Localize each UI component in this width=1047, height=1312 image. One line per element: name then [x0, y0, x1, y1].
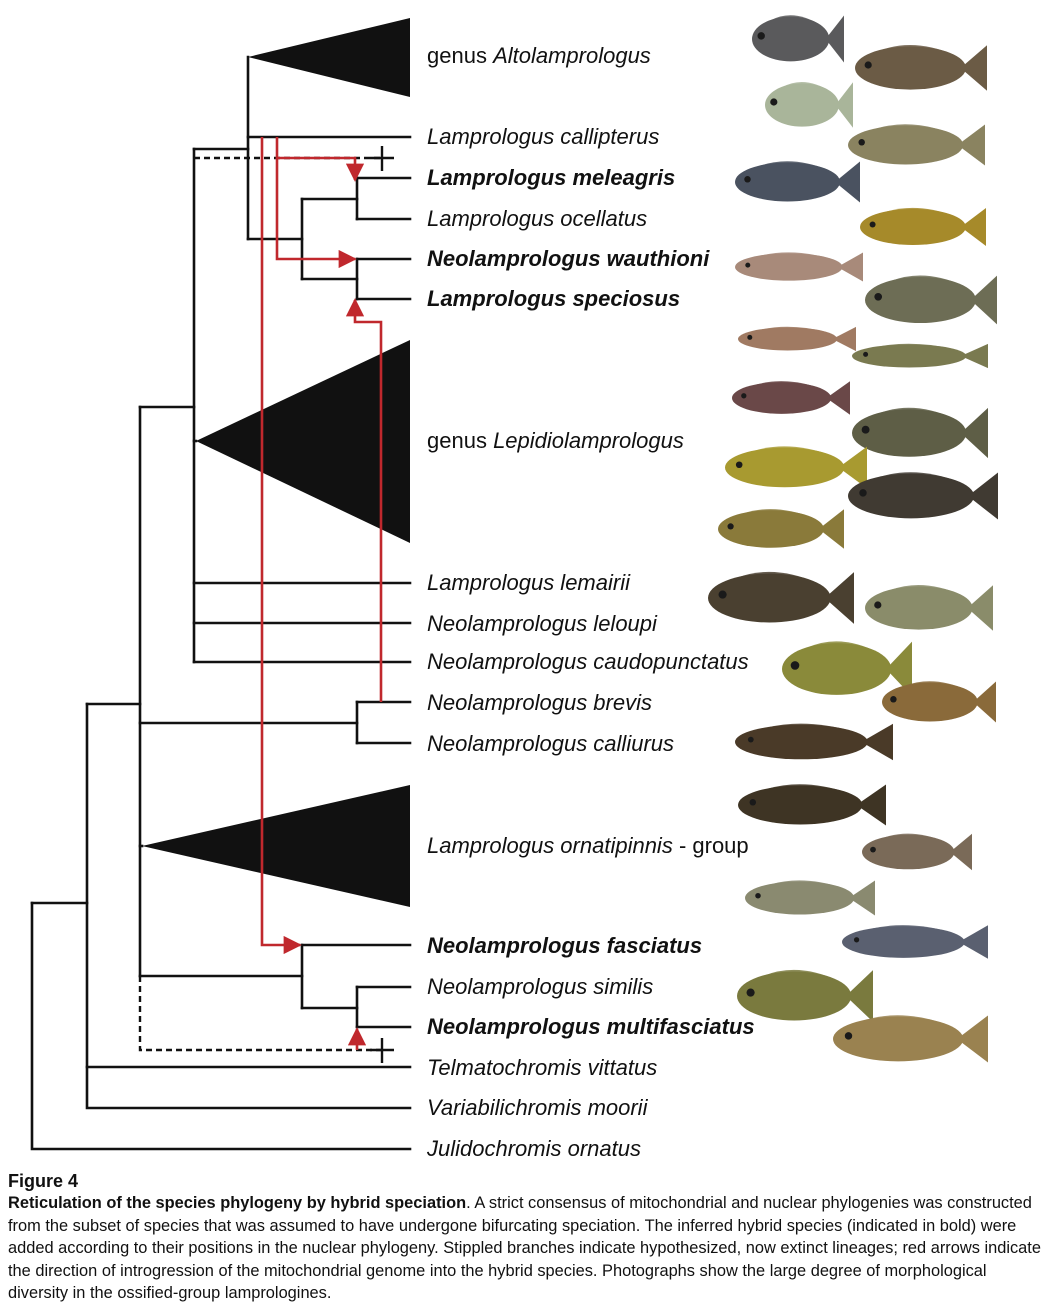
fish-photo — [865, 585, 993, 631]
fish-photo — [732, 381, 850, 415]
fish-photo — [735, 161, 860, 203]
extinction-cross-upper — [370, 146, 394, 171]
fish-photo — [862, 833, 972, 871]
tree-branches — [30, 55, 412, 1151]
taxon-label: Neolamprologus brevis — [427, 690, 652, 715]
fish-photo — [735, 252, 863, 282]
fish-photo — [833, 1015, 988, 1063]
clade-triangle-altolamprologus — [248, 18, 410, 97]
taxon-label: Neolamprologus similis — [427, 974, 653, 999]
fish-photo — [708, 571, 854, 624]
fish-photo — [860, 207, 986, 246]
figure-label: Figure 4 — [8, 1171, 79, 1191]
taxon-label: Lamprologus callipterus — [427, 124, 659, 149]
arrow-to-fasciatus — [260, 137, 302, 955]
clade-triangle-lepidiolamprologus — [196, 340, 410, 543]
fish-photo — [738, 326, 856, 352]
extinction-crosses — [370, 146, 394, 1063]
fish-photo — [718, 509, 844, 549]
taxon-label: Neolamprologus wauthioni — [427, 246, 710, 271]
extinct-lineage-lower — [138, 976, 382, 1052]
taxon-label: Neolamprologus calliurus — [427, 731, 674, 756]
fish-photo — [738, 784, 886, 826]
caption-title: Reticulation of the species phylogeny by… — [8, 1194, 467, 1213]
fish-photographs — [708, 15, 998, 1063]
fish-photo — [737, 969, 873, 1022]
taxon-label: Telmatochromis vittatus — [427, 1055, 657, 1080]
fish-photo — [852, 343, 988, 369]
taxon-label: Neolamprologus multifasciatus — [427, 1014, 755, 1039]
taxon-label: genus Lepidiolamprologus — [427, 428, 684, 453]
taxon-label: genus Altolamprologus — [427, 43, 651, 68]
figure-caption: Figure 4 Reticulation of the species phy… — [8, 1170, 1042, 1304]
arrow-to-meleagris — [275, 137, 365, 182]
fish-photo — [735, 723, 893, 761]
fish-photo — [848, 124, 985, 166]
fish-photo — [725, 446, 867, 489]
extinction-cross-lower — [370, 1038, 394, 1063]
fish-photo — [882, 681, 996, 723]
taxon-label: Lamprologus ornatipinnis - group — [427, 833, 749, 858]
taxon-label: Neolamprologus caudopunctatus — [427, 649, 749, 674]
fish-photo — [848, 472, 998, 520]
fish-photo — [765, 82, 853, 128]
fish-photo — [745, 880, 875, 916]
introgression-arrows — [260, 137, 383, 1050]
arrow-to-wauthioni — [275, 158, 357, 269]
collapsed-clades — [142, 18, 410, 907]
taxon-label: Lamprologus meleagris — [427, 165, 675, 190]
fish-photo — [855, 45, 987, 91]
caption-body: Reticulation of the species phylogeny by… — [8, 1192, 1042, 1304]
fish-photo — [782, 641, 912, 697]
fish-photo — [752, 15, 844, 63]
taxon-label: Variabilichromis moorii — [427, 1095, 649, 1120]
fish-photo — [842, 925, 988, 959]
taxon-label: Neolamprologus leloupi — [427, 611, 658, 636]
fish-photo — [852, 407, 988, 459]
taxon-label: Lamprologus speciosus — [427, 286, 680, 311]
taxon-label: Lamprologus lemairii — [427, 570, 631, 595]
fish-photo — [865, 275, 997, 325]
taxon-label: Lamprologus ocellatus — [427, 206, 647, 231]
taxon-label: Julidochromis ornatus — [426, 1136, 641, 1161]
clade-triangle-ornatipinnis — [142, 785, 410, 907]
arrow-to-speciosus — [345, 298, 383, 702]
caption-text: . A strict consensus of mitochondrial an… — [8, 1194, 1041, 1303]
taxon-label: Neolamprologus fasciatus — [427, 933, 702, 958]
